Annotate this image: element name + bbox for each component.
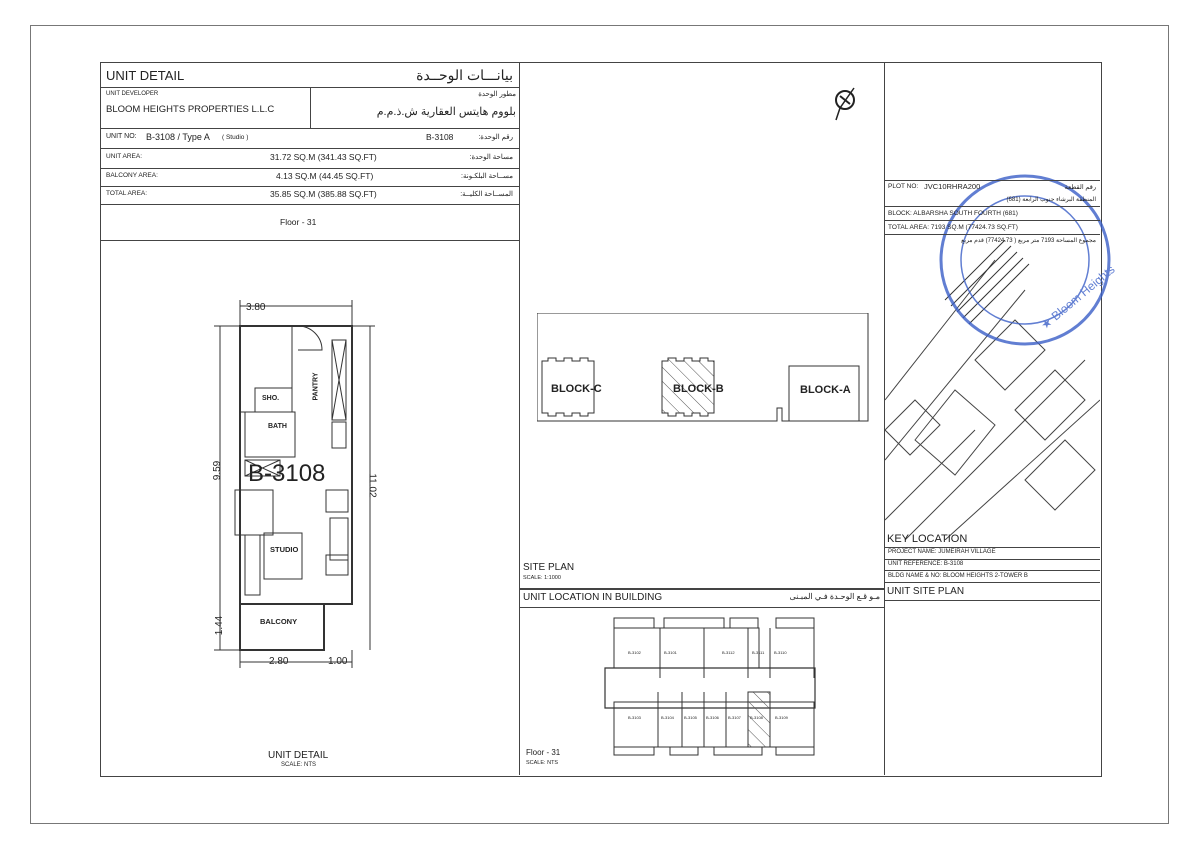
floor-label: Floor - 31 [280, 217, 317, 227]
unit-site-plan-title: UNIT SITE PLAN [887, 586, 965, 597]
inner-frame [100, 62, 1102, 777]
company-stamp: ★ Bloom Heights [939, 174, 1115, 346]
unit-area-value: 31.72 SQ.M (341.43 SQ.FT) [270, 152, 377, 162]
unit-map-label: B-3101 [664, 650, 677, 655]
total-area-label: TOTAL AREA: [106, 190, 148, 197]
location-floor: Floor - 31 [526, 748, 561, 757]
dim-left: 9.59 [212, 460, 224, 481]
unit-map-label: B-3112 [722, 650, 735, 655]
unit-reference: UNIT REFERENCE: B-3108 [888, 561, 964, 567]
developer-name: BLOOM HEIGHTS PROPERTIES L.L.C [106, 104, 275, 115]
svg-text:★ Bloom Heights: ★ Bloom Heights [1038, 262, 1115, 332]
unit-type: ( Studio ) [222, 134, 249, 141]
plot-no: JVC10RHRA200 [924, 182, 981, 191]
dim-bottom-a: 2.80 [269, 656, 289, 667]
unit-location-title-ar: مـو قـع الوحـدة فـي المبـنى [789, 592, 880, 601]
area-ar: المنطقة البرشاء جنوب الرابعة (681) [1006, 197, 1096, 203]
unit-area-label-ar: مساحة الوحدة: [469, 154, 513, 161]
unit-map-label: B-3102 [628, 650, 641, 655]
room-balcony: BALCONY [260, 617, 298, 626]
unit-detail-footer-scale: SCALE: NTS [281, 762, 317, 768]
balcony-area-value: 4.13 SQ.M (44.45 SQ.FT) [276, 171, 374, 181]
block-c-label: BLOCK-C [551, 383, 602, 395]
plot-total-area-ar: مجموع المساحة 7193 متر مربع ( 77424.73) … [961, 238, 1096, 244]
site-plan-scale: SCALE: 1:1000 [523, 575, 561, 581]
developer-label: UNIT DEVELOPER [106, 91, 159, 97]
north-arrow-icon [835, 87, 855, 121]
unit-label-large: B-3108 [248, 460, 326, 487]
dim-balcony: 1.44 [214, 615, 226, 636]
plot-no-label-ar: رقم القطعة [1064, 184, 1096, 191]
unit-no-label: UNIT NO: [106, 133, 137, 140]
plot-no-label: PLOT NO: [888, 183, 919, 190]
unit-map-label: B-3103 [628, 715, 641, 720]
unit-no: B-3108 / Type A [146, 132, 210, 142]
unit-map-label-highlighted: B-3108 [750, 715, 763, 720]
building-name: BLDG NAME & NO: BLOOM HEIGHTS 2-TOWER B [888, 573, 1028, 579]
developer-name-ar: بلووم هايتس العقارية ش.ذ.م.م [376, 106, 516, 118]
room-studio: STUDIO [270, 545, 299, 554]
unit-map-label: B-3105 [684, 715, 697, 720]
unit-map-label: B-3110 [774, 650, 787, 655]
unit-detail-footer-title: UNIT DETAIL [268, 750, 329, 761]
unit-no-label-ar: رقم الوحدة: [478, 134, 513, 141]
developer-label-ar: مطور الوحدة [478, 91, 516, 98]
unit-map-label: B-3106 [706, 715, 719, 720]
site-plan-title: SITE PLAN [523, 562, 575, 573]
room-bath: BATH [268, 423, 287, 430]
balcony-area-label: BALCONY AREA: [106, 172, 158, 179]
outer-border [30, 25, 1169, 824]
unit-location-title: UNIT LOCATION IN BUILDING [523, 592, 663, 603]
unit-detail-title: UNIT DETAIL [106, 68, 185, 83]
room-pantry: PANTRY [312, 372, 320, 401]
block-name: BLOCK: ALBARSHA SOUTH FOURTH (681) [888, 210, 1018, 217]
room-shower: SHO. [262, 395, 280, 402]
unit-area-label: UNIT AREA: [106, 153, 143, 160]
site-plan-drawing [537, 313, 869, 422]
dim-right: 11.02 [366, 473, 378, 498]
project-name: PROJECT NAME: JUMEIRAH VILLAGE [888, 549, 996, 555]
unit-no-ar-value: B-3108 [426, 132, 454, 142]
balcony-area-label-ar: مســاحة البلكـونة: [461, 173, 513, 180]
unit-map-label: B-3111 [752, 650, 765, 655]
dim-top: 3.80 [246, 302, 266, 313]
key-location-map [885, 240, 1100, 540]
location-scale: SCALE: NTS [526, 760, 559, 766]
block-b-label: BLOCK-B [673, 383, 724, 395]
floor-plan-drawing [214, 300, 375, 668]
total-area-label-ar: المســاحة الكليــة: [460, 191, 513, 198]
block-a-label: BLOCK-A [800, 384, 851, 396]
unit-map-label: B-3104 [661, 715, 674, 720]
unit-detail-title-ar: بيانـــات الوحــدة [416, 67, 513, 83]
unit-map-label: B-3109 [775, 715, 788, 720]
unit-map-label: B-3107 [728, 715, 741, 720]
total-area-value: 35.85 SQ.M (385.88 SQ.FT) [270, 189, 377, 199]
key-location-title: KEY LOCATION [887, 533, 968, 545]
plot-total-area: TOTAL AREA: 7193 SQ.M (77424.73 SQ.FT) [888, 224, 1018, 231]
dim-bottom-b: 1.00 [328, 656, 348, 667]
floor-location-map [604, 617, 816, 756]
